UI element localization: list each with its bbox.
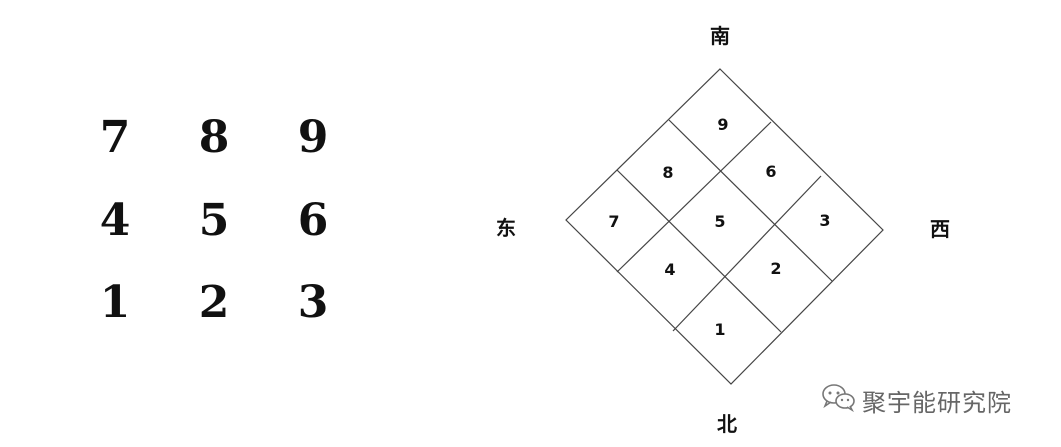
direction-north: 北 xyxy=(717,412,737,436)
grid-cell-r3c3: 3 xyxy=(297,277,329,328)
watermark: 聚宇能研究院 xyxy=(820,382,1012,418)
grid-cell-r2c3: 6 xyxy=(297,195,329,246)
diamond-cell-upper-right: 6 xyxy=(765,162,776,181)
diamond-cell-lower-left: 4 xyxy=(664,260,675,279)
diamond-cell-top: 9 xyxy=(717,115,728,134)
diamond-cell-center: 5 xyxy=(714,212,725,231)
watermark-text: 聚宇能研究院 xyxy=(862,388,1012,417)
direction-south: 南 xyxy=(710,24,730,48)
diamond-cell-lower-right: 2 xyxy=(770,259,781,278)
grid-cell-r2c1: 4 xyxy=(99,195,131,246)
direction-west: 西 xyxy=(930,217,950,241)
diamond-cell-left: 7 xyxy=(608,212,619,231)
wechat-icon xyxy=(820,382,862,418)
direction-east: 东 xyxy=(496,216,516,240)
grid-cell-r2c2: 5 xyxy=(198,195,230,246)
diamond-cell-upper-left: 8 xyxy=(662,163,673,182)
diamond-divider-3 xyxy=(616,121,772,273)
grid-cell-r1c1: 7 xyxy=(99,112,131,163)
diamond-cell-right: 3 xyxy=(819,211,830,230)
diamond-divider-1 xyxy=(668,119,833,282)
diamond-cell-bottom: 1 xyxy=(714,320,725,339)
grid-cell-r3c2: 2 xyxy=(198,277,230,328)
grid-cell-r1c3: 9 xyxy=(297,112,329,163)
grid-cell-r1c2: 8 xyxy=(198,112,230,163)
grid-cell-r3c1: 1 xyxy=(99,277,131,328)
diamond-divider-2 xyxy=(616,169,782,333)
diamond-divider-4 xyxy=(672,175,822,332)
